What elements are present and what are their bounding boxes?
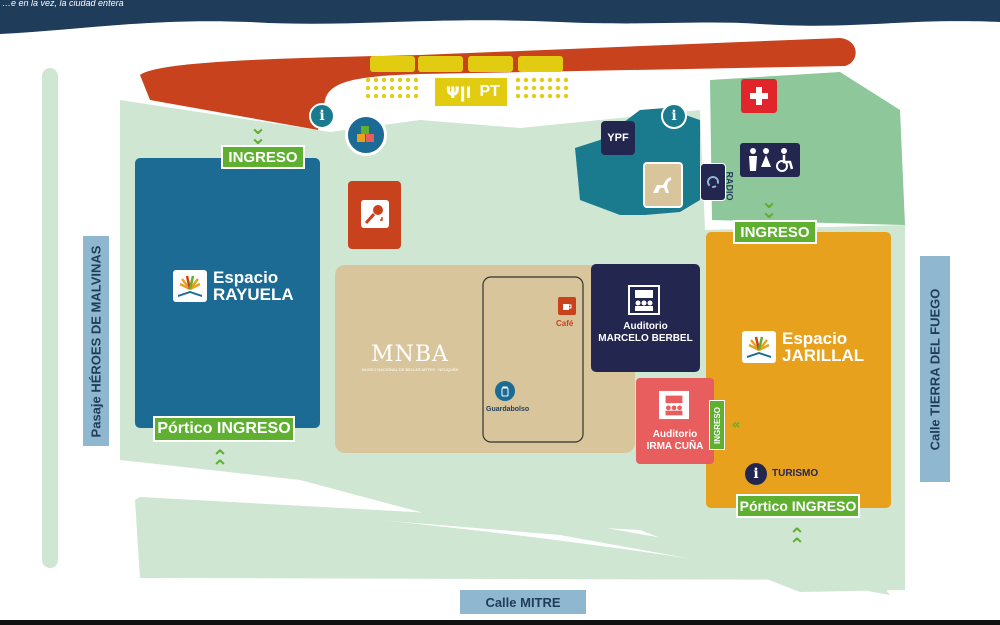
toy-blocks-icon[interactable] xyxy=(345,114,387,156)
ingreso-rayuela-label: INGRESO xyxy=(228,148,298,166)
auditorio-irma-block xyxy=(636,378,714,464)
chevron-up-icon: ⌃⌃ xyxy=(211,445,229,479)
header-tagline: …e en la vez, la ciudad entera xyxy=(2,0,124,8)
espacio-jarillal-block xyxy=(706,232,891,508)
portico-jarillal-tag[interactable]: Pórtico INGRESO xyxy=(736,494,860,518)
portico-rayuela-tag[interactable]: Pórtico INGRESO xyxy=(153,416,295,442)
portico-jarillal-label: Pórtico INGRESO xyxy=(739,498,857,514)
food-court-label: PT xyxy=(479,83,500,100)
street-south-sign: Calle MITRE xyxy=(460,590,586,614)
espacio-jarillal-line1: Espacio xyxy=(782,329,848,348)
info-symbol: i xyxy=(671,108,677,124)
audience-icon xyxy=(628,285,660,315)
chevron-down-icon: ⌄⌄ xyxy=(249,115,267,149)
info-icon[interactable]: i xyxy=(661,103,687,129)
radio-label-wrap: RADIO xyxy=(719,171,739,201)
auditorio-irma-line2: IRMA CUÑA xyxy=(646,441,704,452)
microphone-icon[interactable] xyxy=(360,199,390,229)
backpack-icon[interactable] xyxy=(495,381,515,401)
auditorio-berbel-block xyxy=(591,264,700,372)
footer-line xyxy=(0,620,1000,625)
ingreso-jarillal-label: INGRESO xyxy=(740,223,810,241)
ingreso-irma-tag[interactable]: INGRESO xyxy=(709,400,725,450)
mnba-subtitle: MUSEO NACIONAL DE BELLAS ARTES · NEUQUÉN xyxy=(361,367,459,372)
street-west-label: Pasaje HÉROES DE MALVINAS xyxy=(88,245,104,437)
food-stall xyxy=(468,56,513,72)
food-court[interactable]: ΨǀΙ PT xyxy=(446,81,506,103)
fork-knife-icon: ΨǀΙ xyxy=(446,82,472,102)
west-lane xyxy=(42,68,58,568)
coffee-cup-icon[interactable] xyxy=(558,297,576,315)
restroom-icon[interactable] xyxy=(740,143,800,177)
auditorio-irma[interactable]: Auditorio IRMA CUÑA xyxy=(636,429,714,453)
ingreso-jarillal-tag[interactable]: INGRESO xyxy=(733,220,817,244)
food-court-label-box xyxy=(435,78,507,106)
auditorio-berbel-line2: MARCELO BERBEL xyxy=(598,333,693,344)
dinosaur-icon[interactable] xyxy=(643,162,683,208)
mnba-inner-hall xyxy=(482,276,584,443)
food-stall xyxy=(370,56,415,72)
espacio-jarillal-line2: JARILLAL xyxy=(782,346,865,365)
chevron-up-icon: ⌃⌃ xyxy=(788,523,806,557)
first-aid-icon[interactable] xyxy=(741,79,777,113)
street-west-sign: Pasaje HÉROES DE MALVINAS xyxy=(83,236,109,446)
food-stall xyxy=(518,56,563,72)
espacio-logo-icon xyxy=(742,331,776,363)
lower-lawn xyxy=(135,500,880,580)
turismo-info-icon[interactable]: i xyxy=(745,463,767,485)
ypf-stand[interactable]: YPF xyxy=(601,121,635,155)
mnba-logo[interactable]: MNBA MUSEO NACIONAL DE BELLAS ARTES · NE… xyxy=(360,342,460,372)
radio-booth-icon[interactable] xyxy=(700,163,726,201)
mnba-title: MNBA xyxy=(371,342,449,367)
guardabolso-label: Guardabolso xyxy=(486,406,530,413)
cafe-label: Café xyxy=(556,319,574,328)
ingreso-rayuela-tag[interactable]: INGRESO xyxy=(221,145,305,169)
turismo-label: TURISMO xyxy=(772,468,819,479)
espacio-logo-icon xyxy=(173,270,207,302)
food-stall xyxy=(418,56,463,72)
chevron-left-icon: « xyxy=(731,417,741,433)
espacio-rayuela-block xyxy=(135,158,320,428)
info-symbol: i xyxy=(753,466,759,482)
street-south-label: Calle MITRE xyxy=(485,594,561,610)
food-tables xyxy=(365,77,569,99)
street-east-label: Calle TIERRA DEL FUEGO xyxy=(927,288,943,450)
espacio-rayuela[interactable]: Espacio RAYUELA xyxy=(173,269,294,303)
header-band xyxy=(0,0,1000,34)
espacio-jarillal[interactable]: Espacio JARILLAL xyxy=(742,330,864,364)
auditorio-irma-line1: Auditorio xyxy=(652,429,698,440)
espacio-rayuela-line1: Espacio xyxy=(213,268,279,287)
chevron-down-icon: ⌄⌄ xyxy=(760,189,778,223)
auditorio-berbel-line1: Auditorio xyxy=(623,321,668,332)
audience-icon xyxy=(659,390,689,420)
info-symbol: i xyxy=(319,108,325,124)
street-east-sign: Calle TIERRA DEL FUEGO xyxy=(920,256,950,482)
info-icon[interactable]: i xyxy=(309,103,335,129)
radio-label: RADIO xyxy=(724,171,734,201)
portico-rayuela-label: Pórtico INGRESO xyxy=(157,420,291,437)
auditorio-berbel[interactable]: Auditorio MARCELO BERBEL xyxy=(594,321,697,345)
ingreso-irma-label: INGRESO xyxy=(712,406,722,444)
espacio-rayuela-line2: RAYUELA xyxy=(213,285,294,304)
ypf-label: YPF xyxy=(607,132,629,144)
